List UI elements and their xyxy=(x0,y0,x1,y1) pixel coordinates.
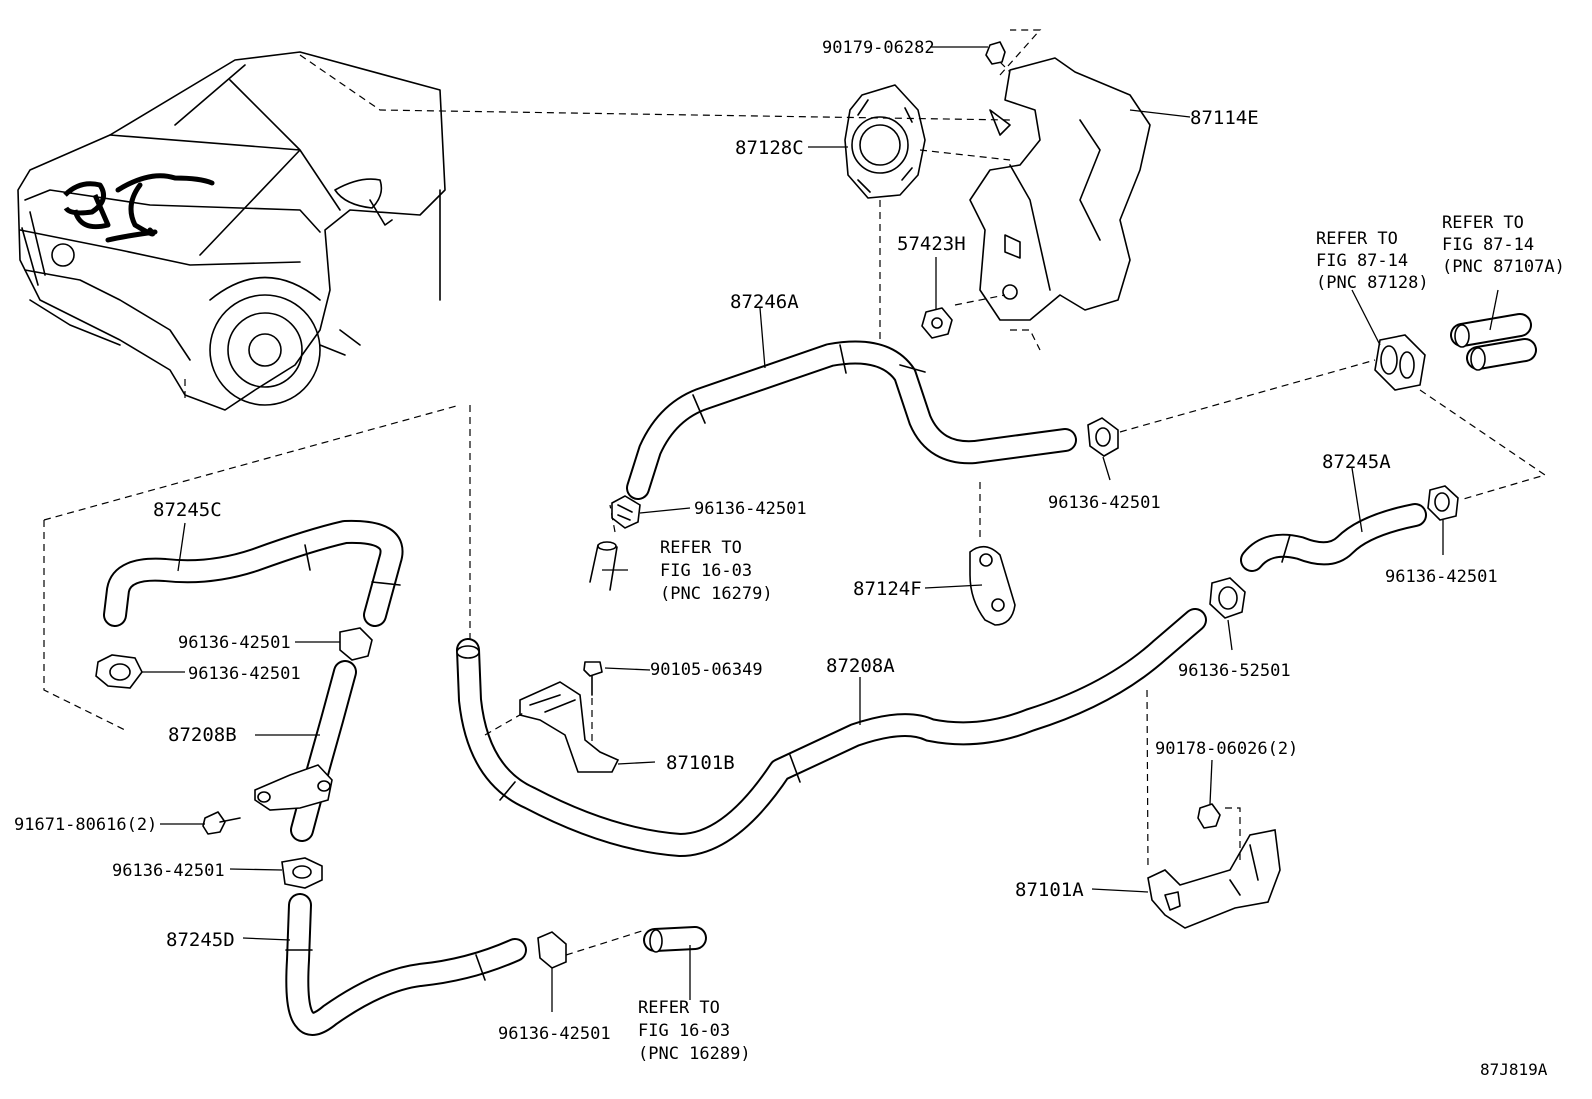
pipes-87107A xyxy=(1450,313,1537,371)
ref-line-3: (PNC 87107A) xyxy=(1442,257,1565,277)
label-87128C: 87128C xyxy=(735,137,804,159)
clamp-96136-42501-g xyxy=(537,929,646,969)
clip-87124F xyxy=(969,482,1016,626)
clamp-96136-42501-c xyxy=(339,627,373,661)
label-91671-80616: 91671-80616(2) xyxy=(14,815,157,835)
clamp-96136-42501-d xyxy=(95,654,143,689)
hose-87208A xyxy=(456,405,1207,857)
label-96136-52501: 96136-52501 xyxy=(1178,661,1291,681)
label-57423H: 57423H xyxy=(897,233,966,255)
hose-87245C xyxy=(103,519,404,627)
label-87124F: 87124F xyxy=(853,578,922,600)
label-87208A: 87208A xyxy=(826,655,895,677)
ref-fig87-14-pnc87128: REFER TO FIG 87-14 (PNC 87128) xyxy=(1316,229,1429,293)
label-96136-42501-a: 96136-42501 xyxy=(694,499,807,519)
ref-fig16-03-pnc16289: REFER TO FIG 16-03 (PNC 16289) xyxy=(638,998,751,1064)
ref-fig16-03-pnc16279: REFER TO FIG 16-03 (PNC 16279) xyxy=(660,538,773,604)
label-90179-06282: 90179-06282 xyxy=(822,38,935,58)
ref-line-2: FIG 16-03 xyxy=(660,561,752,581)
ref-line-1: REFER TO xyxy=(638,998,720,1018)
hose-87245D xyxy=(285,893,527,1036)
label-87208B: 87208B xyxy=(168,724,237,746)
nut-90178-06026 xyxy=(1197,803,1221,829)
label-96136-42501-g: 96136-42501 xyxy=(498,1024,611,1044)
clamp-96136-42501-b xyxy=(1087,417,1119,457)
label-87245A: 87245A xyxy=(1322,451,1391,473)
bolt-91671-80616 xyxy=(202,811,241,835)
clamp-96136-42501-f xyxy=(281,857,323,889)
label-87101A: 87101A xyxy=(1015,879,1084,901)
label-87114E: 87114E xyxy=(1190,107,1259,129)
ref-line-2: FIG 16-03 xyxy=(638,1021,730,1041)
label-87245D: 87245D xyxy=(166,929,235,951)
clamp-96136-42501-a xyxy=(611,495,641,529)
label-96136-42501-e: 96136-42501 xyxy=(1385,567,1498,587)
label-96136-42501-b: 96136-42501 xyxy=(1048,493,1161,513)
bracket-87101A xyxy=(1146,689,1281,929)
label-87246A: 87246A xyxy=(730,291,799,313)
clamp-96136-42501-e xyxy=(1427,485,1459,521)
ref-line-1: REFER TO xyxy=(1316,229,1398,249)
pipe-16289 xyxy=(643,926,707,953)
label-90178-06026: 90178-06026(2) xyxy=(1155,739,1298,759)
grommet-87128 xyxy=(1119,334,1547,501)
label-87245C: 87245C xyxy=(153,499,222,521)
bracket-87114E xyxy=(954,29,1151,351)
nut-57423H xyxy=(921,307,953,339)
ref-line-1: REFER TO xyxy=(1442,213,1524,233)
label-96136-42501-f: 96136-42501 xyxy=(112,861,225,881)
ref-line-2: FIG 87-14 xyxy=(1442,235,1534,255)
pipe-16279 xyxy=(589,504,618,591)
bolt-90105-06349 xyxy=(583,661,603,742)
ref-line-2: FIG 87-14 xyxy=(1316,251,1408,271)
ref-line-3: (PNC 16289) xyxy=(638,1044,751,1064)
label-96136-42501-d: 96136-42501 xyxy=(188,664,301,684)
ref-line-1: REFER TO xyxy=(660,538,742,558)
water-valve-87128C xyxy=(844,84,1011,345)
bolt-90179-06282 xyxy=(985,41,1011,73)
leader-lines xyxy=(142,46,1499,1012)
pipe-87208B xyxy=(254,660,357,842)
ref-line-3: (PNC 16279) xyxy=(660,584,773,604)
hose-87246A xyxy=(626,340,1077,500)
labels: 90179-06282 87128C 87114E 57423H 87246A … xyxy=(14,38,1498,1044)
label-87101B: 87101B xyxy=(666,752,735,774)
label-90105-06349: 90105-06349 xyxy=(650,660,763,680)
figure-code: 87J819A xyxy=(1480,1060,1548,1079)
vehicle-illustration xyxy=(17,51,1011,411)
ref-line-3: (PNC 87128) xyxy=(1316,273,1429,293)
hose-87245A xyxy=(1240,503,1427,572)
label-96136-42501-c: 96136-42501 xyxy=(178,633,291,653)
bracket-87101B xyxy=(484,681,620,773)
clamp-96136-52501 xyxy=(1209,577,1246,619)
left-group-dashed-frame xyxy=(43,404,461,731)
ref-fig87-14-pnc87107A: REFER TO FIG 87-14 (PNC 87107A) xyxy=(1442,213,1565,277)
